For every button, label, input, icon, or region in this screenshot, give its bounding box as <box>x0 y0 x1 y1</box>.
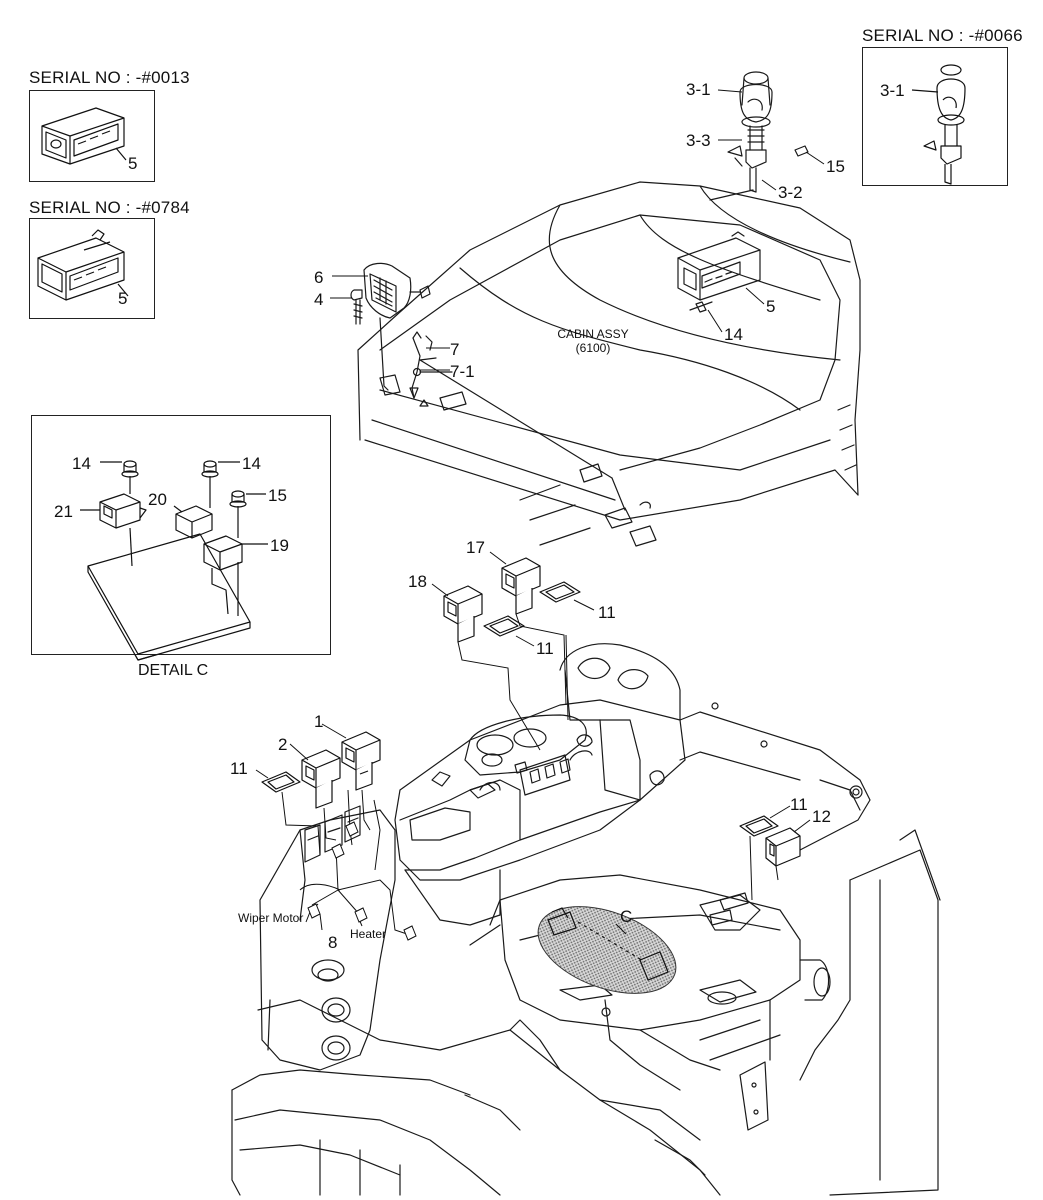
cabin-roof <box>357 181 861 547</box>
cabin-assy-label: CABIN ASSY (6100) <box>548 327 638 356</box>
connectors <box>307 821 417 941</box>
callout-14-detail-right: 14 <box>242 454 261 473</box>
section-c-marker: C <box>620 907 633 926</box>
heater-label: Heater <box>350 927 387 941</box>
left-console <box>259 805 396 1071</box>
detail-c-title: DETAIL C <box>138 662 209 679</box>
callout-3-3: 3-3 <box>686 131 711 150</box>
wire-harness <box>281 613 779 936</box>
serial-label-0066: SERIAL NO : -#0066 <box>862 26 1023 45</box>
rocker-switch-2 <box>301 749 341 809</box>
callout-15-top: 15 <box>826 157 845 176</box>
speaker <box>350 262 431 391</box>
seal-11-upper <box>539 581 581 603</box>
callout-4: 4 <box>314 290 324 309</box>
callout-8: 8 <box>328 933 338 952</box>
radio-unit <box>677 231 761 313</box>
inset-box-serial-0066 <box>862 47 1008 186</box>
callout-17: 17 <box>466 538 485 557</box>
callout-21: 21 <box>54 502 73 521</box>
detail-c-parts <box>547 907 669 981</box>
antenna-cable <box>409 331 626 511</box>
switches <box>261 557 801 867</box>
callout-3-1-inset: 3-1 <box>880 81 905 100</box>
callout-5-inset-0013: 5 <box>128 154 138 173</box>
seal-11-mid <box>483 615 525 637</box>
callout-7: 7 <box>450 340 460 359</box>
callout-20: 20 <box>148 490 167 509</box>
callout-2: 2 <box>278 735 288 754</box>
inset-box-detail-c <box>31 415 331 655</box>
rocker-switch-12 <box>765 827 801 867</box>
callout-5-inset-0784: 5 <box>118 289 128 308</box>
callout-3-2: 3-2 <box>778 183 803 202</box>
rocker-switch-17 <box>501 557 541 615</box>
serial-label-0013: SERIAL NO : -#0013 <box>29 68 190 87</box>
callout-7-1: 7-1 <box>450 362 475 381</box>
serial-label-0784: SERIAL NO : -#0784 <box>29 198 190 217</box>
cab-floor <box>231 779 941 1196</box>
callout-1: 1 <box>314 712 324 731</box>
callout-18: 18 <box>408 572 427 591</box>
rocker-switch-1 <box>341 731 381 791</box>
seal-11-left <box>261 771 301 793</box>
callout-11-left: 11 <box>230 759 248 778</box>
beacon-lamp <box>709 71 809 201</box>
rocker-switch-18 <box>443 585 483 643</box>
detail-c-highlight <box>537 906 677 994</box>
callout-11-mid: 11 <box>536 639 554 658</box>
wiper-motor-label: Wiper Motor <box>238 911 304 925</box>
cabin-assy-number: (6100) <box>575 340 611 355</box>
callout-6: 6 <box>314 268 324 287</box>
callout-15-detail: 15 <box>268 486 287 505</box>
cabin-assy-name: CABIN ASSY <box>557 327 629 341</box>
callout-14-detail-left: 14 <box>72 454 91 473</box>
callout-11-upper: 11 <box>598 603 616 622</box>
callout-19: 19 <box>270 536 289 555</box>
seal-11-right <box>739 815 779 837</box>
callout-12: 12 <box>812 807 831 826</box>
callout-14-main: 14 <box>724 325 743 344</box>
control-console <box>394 643 871 926</box>
callout-5-main: 5 <box>766 297 776 316</box>
inset-box-serial-0784 <box>29 218 155 319</box>
callout-3-1: 3-1 <box>686 80 711 99</box>
callout-11-right: 11 <box>790 795 808 814</box>
